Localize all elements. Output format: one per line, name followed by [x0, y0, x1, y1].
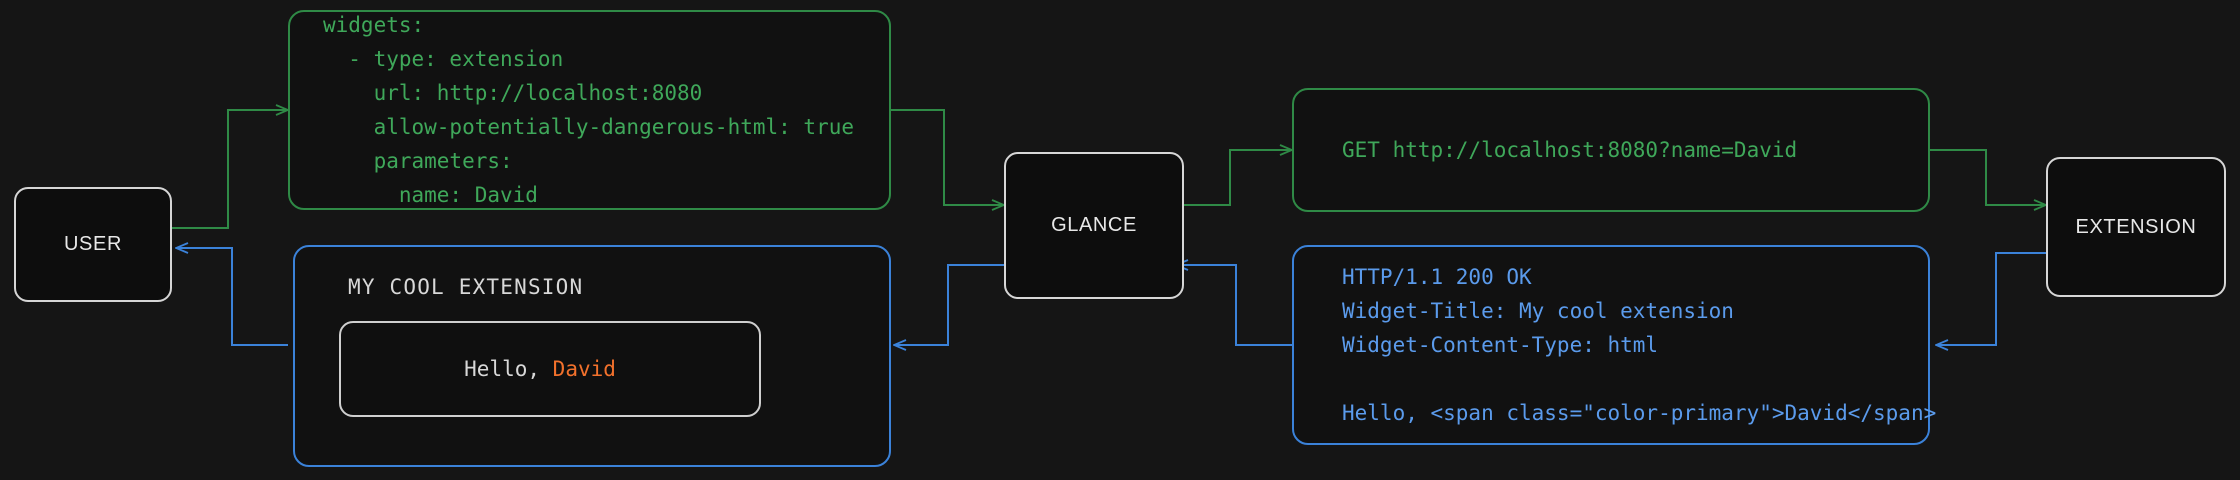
node-user[interactable]: USER [14, 187, 172, 302]
http-response-header-widget-content-type: Widget-Content-Type: html [1342, 333, 1659, 357]
panel-rendered-widget[interactable]: MY COOL EXTENSION Hello, David [293, 245, 891, 467]
panel-http-request[interactable]: GET http://localhost:8080?name=David [1292, 88, 1930, 212]
http-response-body: Hello, <span class="color-primary">David… [1342, 401, 1937, 425]
rendered-widget-greeting-name: David [552, 357, 616, 381]
wire-user-to-config [172, 110, 288, 229]
panel-http-response[interactable]: HTTP/1.1 200 OK Widget-Title: My cool ex… [1292, 245, 1937, 445]
rendered-widget-greeting-prefix: Hello, [464, 357, 553, 381]
http-response-blank-line [1342, 362, 1928, 396]
http-response-status-line: HTTP/1.1 200 OK [1342, 265, 1532, 289]
http-response-header-widget-title: Widget-Title: My cool extension [1342, 299, 1734, 323]
wire-request-to-extension [1930, 149, 2046, 205]
node-extension[interactable]: EXTENSION [2046, 157, 2226, 297]
node-user-label: USER [64, 233, 122, 255]
http-request-code: GET http://localhost:8080?name=David [1342, 138, 1798, 162]
rendered-widget-greeting: Hello, David [341, 333, 616, 405]
panel-widget-configuration[interactable]: widgets: - type: extension url: http://l… [288, 10, 891, 210]
wire-glance-to-widget [894, 264, 1004, 345]
rendered-widget-title: MY COOL EXTENSION [348, 275, 584, 299]
node-glance[interactable]: GLANCE [1004, 152, 1184, 299]
widget-configuration-code: widgets: - type: extension url: http://l… [323, 13, 855, 207]
node-extension-label: EXTENSION [2075, 215, 2197, 238]
wire-config-to-glance [891, 109, 1004, 205]
wire-widget-to-user [176, 248, 288, 346]
rendered-widget-frame: Hello, David [339, 321, 761, 417]
wire-extension-to-response [1936, 252, 2046, 345]
wire-response-to-glance [1176, 265, 1292, 346]
node-glance-label: GLANCE [1051, 214, 1137, 236]
wire-glance-to-request [1184, 150, 1292, 206]
